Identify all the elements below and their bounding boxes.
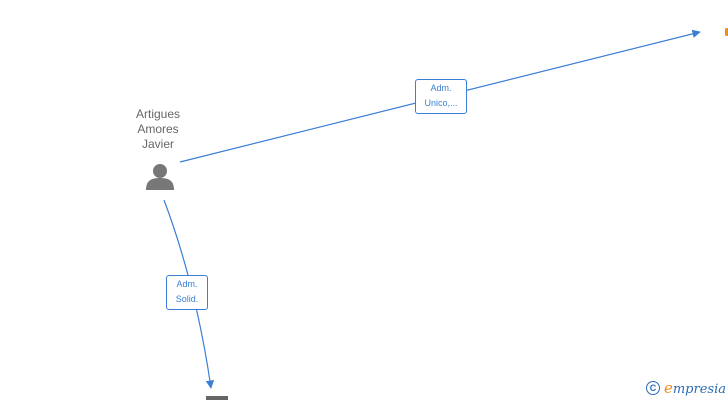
- copyright-icon: C: [645, 381, 660, 395]
- company-building-icon[interactable]: [206, 396, 228, 400]
- person-icon[interactable]: [146, 164, 174, 190]
- offscreen-node-marker: [725, 28, 728, 36]
- watermark: C empresia: [645, 378, 726, 398]
- edge-label-line: Adm.: [430, 83, 452, 93]
- edge-label-line: Adm.: [176, 279, 198, 289]
- brand-rest: mpresia: [672, 382, 726, 397]
- person-name-line-2: Amores: [137, 122, 179, 136]
- person-name-label[interactable]: Artigues Amores Javier: [118, 107, 198, 152]
- edge-label-line: Solid.: [175, 294, 199, 304]
- person-name-line-3: Javier: [141, 137, 174, 151]
- brand-logo: empresia: [664, 379, 726, 397]
- edge-label-adm-solid[interactable]: Adm. Solid.: [166, 275, 208, 310]
- edge-label-adm-unico[interactable]: Adm. Unico,...: [415, 79, 467, 114]
- person-name-line-1: Artigues: [135, 107, 181, 121]
- edge-label-line: Unico,...: [424, 98, 458, 108]
- brand-initial: e: [663, 379, 673, 397]
